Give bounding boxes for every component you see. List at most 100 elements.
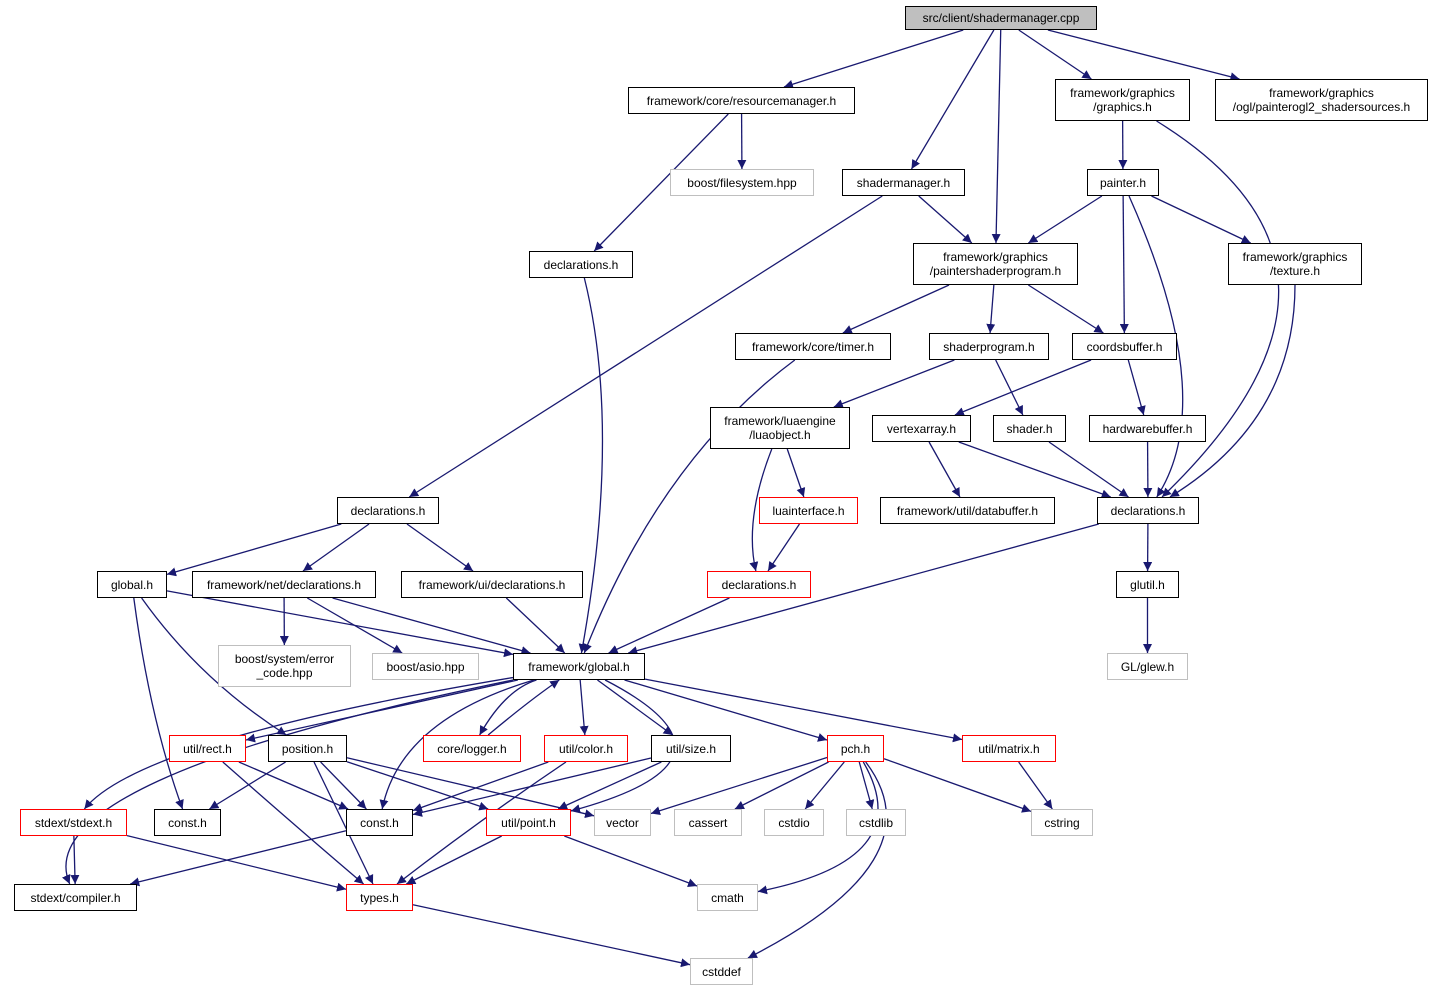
edge-decl_client-to-globalh	[166, 523, 342, 577]
node-resmgr[interactable]: framework/core/resourcemanager.h	[628, 87, 855, 114]
edge-size-to-const2	[412, 757, 652, 817]
node-cstdlib: cstdlib	[846, 809, 906, 836]
node-matrix[interactable]: util/matrix.h	[962, 735, 1056, 762]
edge-globalh-to-fwglobal	[166, 590, 514, 658]
edge-fwglobal-to-size	[597, 679, 673, 736]
node-color[interactable]: util/color.h	[544, 735, 628, 762]
node-errcode: boost/system/error _code.hpp	[218, 645, 351, 687]
edge-decl_client-to-uidecl	[406, 523, 474, 572]
edge-decl_gfx-to-fwglobal	[628, 523, 1099, 655]
node-timer[interactable]: framework/core/timer.h	[735, 333, 891, 360]
edge-root-to-shadersrc	[1047, 29, 1240, 82]
node-const1[interactable]: const.h	[154, 809, 221, 836]
node-compiler[interactable]: stdext/compiler.h	[14, 884, 137, 911]
node-const2[interactable]: const.h	[346, 809, 413, 836]
edge-painter-to-decl_gfx	[1128, 195, 1184, 498]
edge-logger-to-fwglobal	[487, 679, 560, 736]
edge-decl_client-to-netdecl	[302, 523, 370, 572]
edge-luaobj-to-decl_lua	[749, 448, 773, 572]
node-cstring: cstring	[1031, 809, 1093, 836]
node-painter[interactable]: painter.h	[1087, 169, 1159, 196]
edge-fwglobal-to-logger	[479, 679, 537, 736]
edge-shadermgrh-to-pshader	[918, 195, 973, 244]
edge-const2-to-compiler	[130, 830, 347, 887]
node-hwbuf[interactable]: hardwarebuffer.h	[1089, 415, 1206, 442]
node-vector: vector	[594, 809, 651, 836]
node-shadersrc[interactable]: framework/graphics /ogl/painterogl2_shad…	[1215, 79, 1428, 121]
node-shaderh[interactable]: shader.h	[993, 415, 1066, 442]
edge-stdext-to-types	[126, 834, 347, 892]
edge-types-to-cstddef	[412, 904, 691, 968]
edge-shaderprog-to-luaobj	[833, 359, 955, 408]
node-netdecl[interactable]: framework/net/declarations.h	[192, 571, 376, 598]
node-databuf[interactable]: framework/util/databuffer.h	[880, 497, 1055, 524]
edge-color-to-const2	[412, 761, 549, 812]
edge-netdecl-to-fwglobal	[332, 597, 531, 655]
edge-stdext-to-compiler	[70, 835, 80, 885]
node-decl_gfx[interactable]: declarations.h	[1097, 497, 1199, 524]
edge-coordsbuf-to-vertexarr	[954, 359, 1092, 416]
edge-painter-to-texture	[1151, 195, 1251, 244]
edge-fwglobal-to-rect	[245, 679, 518, 743]
edge-pshader-to-coordsbuf	[1027, 284, 1104, 334]
edge-luaobj-to-luaiface	[786, 448, 806, 498]
edge-pch-to-cstdio	[804, 761, 845, 810]
edge-shaderh-to-decl_gfx	[1048, 441, 1129, 498]
edge-matrix-to-cstring	[1018, 761, 1053, 810]
node-cstdio: cstdio	[764, 809, 824, 836]
node-glew: GL/glew.h	[1107, 653, 1188, 680]
node-rect[interactable]: util/rect.h	[169, 735, 246, 762]
edge-timer-to-fwglobal	[583, 359, 796, 654]
node-vertexarr[interactable]: vertexarray.h	[872, 415, 971, 442]
node-fwglobal[interactable]: framework/global.h	[513, 653, 645, 680]
node-texture[interactable]: framework/graphics /texture.h	[1228, 243, 1362, 285]
node-size[interactable]: util/size.h	[651, 735, 731, 762]
edge-rect-to-types	[222, 761, 365, 885]
edge-vertexarr-to-databuf	[928, 441, 961, 498]
edge-graphics-to-decl_gfx	[1156, 120, 1280, 498]
node-stdext[interactable]: stdext/stdext.h	[20, 809, 127, 836]
node-shaderprog[interactable]: shaderprogram.h	[929, 333, 1049, 360]
node-cstddef: cstddef	[690, 958, 753, 985]
node-shadermgrh[interactable]: shadermanager.h	[842, 169, 965, 196]
node-coordsbuf[interactable]: coordsbuffer.h	[1072, 333, 1177, 360]
node-decl_client[interactable]: declarations.h	[337, 497, 439, 524]
node-graphics[interactable]: framework/graphics /graphics.h	[1055, 79, 1190, 121]
node-luaobj[interactable]: framework/luaengine /luaobject.h	[710, 407, 850, 449]
node-point[interactable]: util/point.h	[486, 809, 571, 836]
node-decl_lua[interactable]: declarations.h	[707, 571, 811, 598]
node-decl_core[interactable]: declarations.h	[529, 251, 633, 278]
edge-pch-to-vector	[650, 756, 828, 816]
node-types[interactable]: types.h	[346, 884, 413, 911]
edge-size-to-point	[557, 761, 662, 810]
node-glutil[interactable]: glutil.h	[1116, 571, 1179, 598]
edge-fwglobal-to-const2	[379, 679, 535, 810]
edge-pch-to-cstdlib	[858, 761, 875, 810]
edge-pshader-to-timer	[842, 284, 950, 334]
edge-root-to-shadermgrh	[910, 29, 995, 170]
edge-root-to-graphics	[1018, 29, 1092, 80]
node-asio: boost/asio.hpp	[372, 653, 479, 680]
edge-pch-to-cmath	[757, 761, 879, 895]
edge-fwglobal-to-matrix	[644, 678, 963, 743]
edge-vertexarr-to-decl_gfx	[958, 441, 1111, 499]
edge-position-to-types	[313, 761, 374, 885]
node-luaiface[interactable]: luainterface.h	[759, 497, 858, 524]
node-bfs: boost/filesystem.hpp	[670, 169, 814, 196]
edge-shadermgrh-to-decl_client	[408, 195, 883, 498]
node-pch[interactable]: pch.h	[827, 735, 884, 762]
edge-rect-to-const2	[238, 761, 349, 810]
node-position[interactable]: position.h	[268, 735, 347, 762]
node-logger[interactable]: core/logger.h	[423, 735, 521, 762]
edge-point-to-types	[406, 835, 502, 885]
edge-position-to-const2	[320, 761, 367, 810]
node-pshader[interactable]: framework/graphics /paintershaderprogram…	[913, 243, 1078, 285]
node-globalh[interactable]: global.h	[97, 571, 167, 598]
edge-decl_lua-to-fwglobal	[608, 597, 730, 654]
edge-shaderprog-to-shaderh	[995, 359, 1024, 416]
node-root: src/client/shadermanager.cpp	[905, 6, 1097, 30]
node-uidecl[interactable]: framework/ui/declarations.h	[401, 571, 583, 598]
edge-uidecl-to-fwglobal	[505, 597, 566, 654]
edge-globalh-to-const1	[133, 597, 184, 810]
